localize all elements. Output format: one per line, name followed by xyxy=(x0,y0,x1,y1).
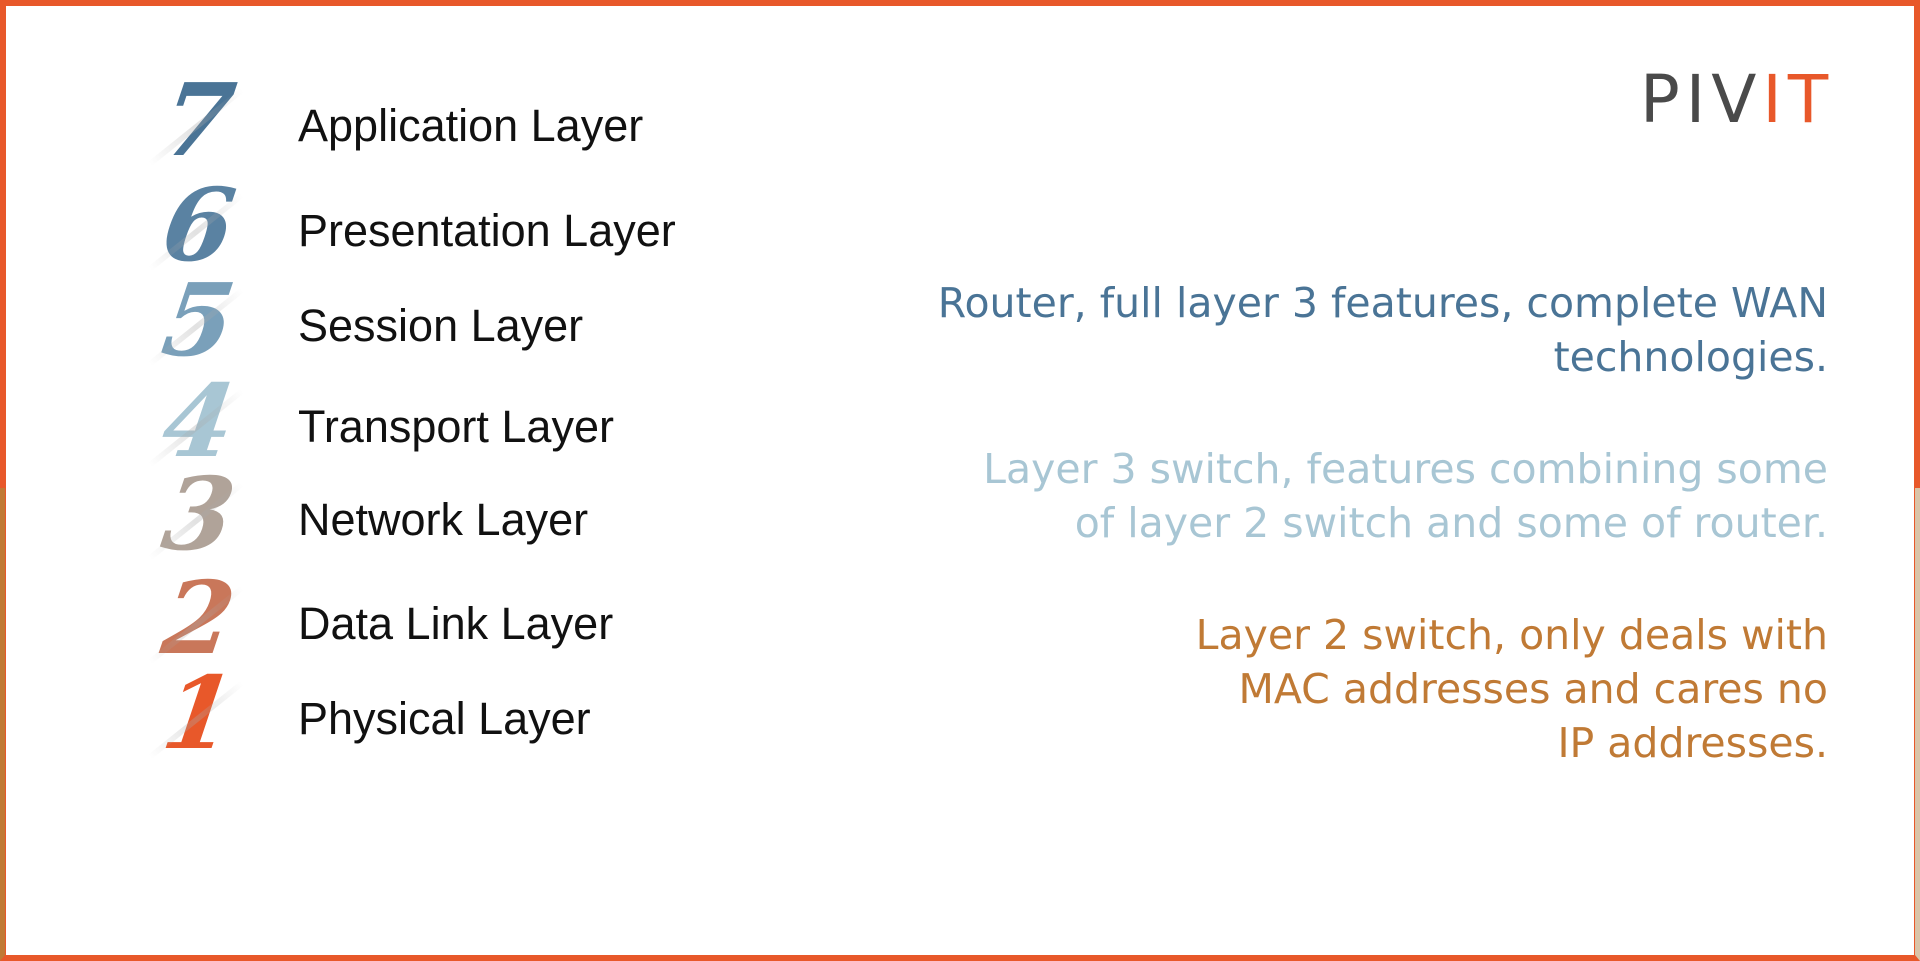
description-line: technologies. xyxy=(1553,333,1828,381)
layer-label: Physical Layer xyxy=(298,693,591,744)
pivit-logo: PIVIT xyxy=(1640,60,1830,140)
layer-2: 2 Data Link Layer xyxy=(150,559,850,678)
logo-suffix: IT xyxy=(1762,61,1835,138)
description-layer2-switch: Layer 2 switch, only deals with MAC addr… xyxy=(1196,608,1828,770)
layer-number: 5 xyxy=(155,261,242,379)
description-line: Layer 3 switch, features combining some xyxy=(983,445,1828,493)
layer-label: Network Layer xyxy=(298,494,589,545)
description-line: IP addresses. xyxy=(1557,719,1828,767)
description-line: MAC addresses and cares no xyxy=(1238,665,1828,713)
layer-label: Transport Layer xyxy=(298,401,614,452)
layer-number: 7 xyxy=(155,61,242,179)
layer-number: 6 xyxy=(155,166,242,284)
layer-label: Data Link Layer xyxy=(298,598,614,649)
layer-4: 4 Transport Layer xyxy=(150,362,850,481)
layer-6: 6 Presentation Layer xyxy=(150,166,850,285)
description-layer3-switch: Layer 3 switch, features combining some … xyxy=(983,442,1828,550)
layer-3: 3 Network Layer xyxy=(150,455,850,574)
layer-5: 5 Session Layer xyxy=(150,261,850,380)
layer-label: Presentation Layer xyxy=(298,205,676,256)
description-router: Router, full layer 3 features, complete … xyxy=(938,276,1828,384)
layer-number: 2 xyxy=(155,559,242,677)
layer-label: Application Layer xyxy=(298,100,644,151)
layer-label: Session Layer xyxy=(298,300,584,351)
logo-prefix: PIV xyxy=(1640,61,1763,138)
layer-1: 1 Physical Layer xyxy=(150,654,850,773)
description-line: of layer 2 switch and some of router. xyxy=(1074,499,1828,547)
layer-number: 3 xyxy=(155,455,242,573)
layer-7: 7 Application Layer xyxy=(150,61,850,180)
layer-number: 1 xyxy=(155,654,242,772)
description-line: Layer 2 switch, only deals with xyxy=(1195,611,1828,659)
description-line: Router, full layer 3 features, complete … xyxy=(937,279,1828,327)
